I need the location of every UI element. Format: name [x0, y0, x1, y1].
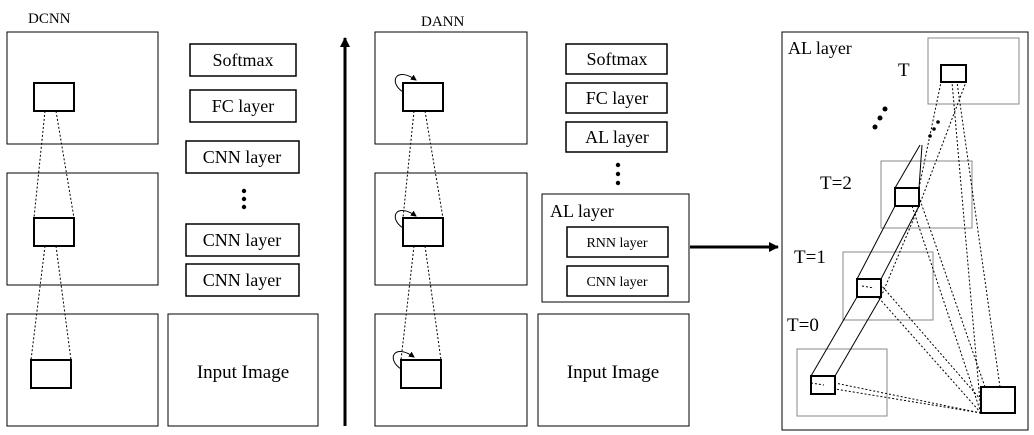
al-detail-frame	[781, 31, 1029, 431]
al-attention-links	[810, 81, 1001, 414]
dann-input-image-label: Input Image	[567, 362, 659, 383]
al-ellipsis-left	[872, 106, 888, 130]
al-attention-box-T0	[810, 375, 836, 395]
dann-al-box	[565, 121, 668, 153]
al-attention-box-T2	[894, 187, 920, 207]
dcnn-feature-map-top	[6, 31, 159, 145]
al-attention-box-T1	[856, 278, 882, 298]
al-step-label-T: T	[898, 60, 910, 81]
dann-softmax-box	[565, 43, 668, 75]
al-detail-section: AL layer T T=2 T=1 T=0	[781, 31, 1029, 431]
al-detail-title: AL layer	[788, 38, 852, 58]
dcnn-cnn-label-3: CNN layer	[203, 270, 281, 290]
dann-feature-map-top	[374, 31, 528, 145]
dcnn-receptive-box-top	[33, 82, 75, 112]
dcnn-input-panel	[6, 313, 159, 427]
dann-rnn-box	[566, 226, 669, 258]
dann-al-label: AL layer	[585, 127, 649, 147]
al-attention-box-T	[940, 64, 967, 83]
dcnn-title: DCNN	[28, 11, 71, 27]
al-input-box	[980, 386, 1016, 414]
al-step-panel-T2	[880, 160, 973, 229]
dcnn-cnn-label-1: CNN layer	[203, 147, 281, 167]
dann-title: DANN	[421, 14, 464, 30]
dcnn-receptive-box-middle	[33, 217, 75, 247]
dann-rnn-label: RNN layer	[586, 236, 647, 251]
dann-receptive-box-top	[402, 82, 444, 112]
al-step-label-T2: T=2	[820, 173, 852, 194]
dann-ellipsis	[615, 162, 621, 186]
dcnn-cnn-box-3	[185, 263, 300, 297]
dann-input-panel	[374, 313, 528, 427]
dann-section: DANN Softmax FC layer AL layer	[374, 14, 690, 427]
al-step-label-T0: T=0	[787, 315, 819, 336]
al-step-label-T1: T=1	[794, 247, 826, 268]
dann-al-block-title: AL layer	[550, 201, 614, 221]
dcnn-feature-map-middle	[6, 172, 159, 286]
al-step-panel-T0	[796, 348, 888, 417]
dcnn-input-image-box	[167, 313, 319, 427]
dann-cnn-label: CNN layer	[586, 275, 647, 290]
dann-receptive-box-input	[400, 359, 442, 389]
dcnn-input-image-label: Input Image	[197, 362, 289, 383]
dcnn-projection-lines	[30, 110, 75, 361]
dann-al-block	[541, 193, 690, 303]
dcnn-cnn-box-2	[185, 223, 300, 257]
al-step-connectors	[810, 144, 923, 377]
al-step-panel-T1	[842, 251, 934, 321]
dann-recurrent-loops	[392, 74, 417, 370]
dcnn-softmax-label: Softmax	[213, 50, 274, 70]
dann-cnn-box	[566, 265, 669, 297]
dcnn-section: DCNN Softmax FC layer CNN layer CNN l	[6, 11, 319, 427]
dann-fc-label: FC layer	[586, 88, 649, 108]
dcnn-fc-box	[189, 89, 297, 123]
dann-softmax-label: Softmax	[587, 49, 648, 69]
al-step-panel-T	[927, 37, 1020, 105]
dann-feature-map-middle	[374, 172, 528, 286]
dcnn-cnn-box-1	[185, 140, 300, 174]
dann-fc-box	[565, 82, 668, 114]
dann-input-image-box	[537, 313, 690, 427]
dcnn-cnn-label-2: CNN layer	[203, 230, 281, 250]
dann-receptive-box-middle	[402, 217, 444, 247]
dcnn-softmax-box	[189, 43, 297, 77]
dcnn-fc-label: FC layer	[212, 96, 275, 116]
dcnn-ellipsis	[241, 188, 247, 210]
dcnn-receptive-box-input	[30, 359, 72, 389]
dann-projection-lines	[400, 110, 444, 361]
